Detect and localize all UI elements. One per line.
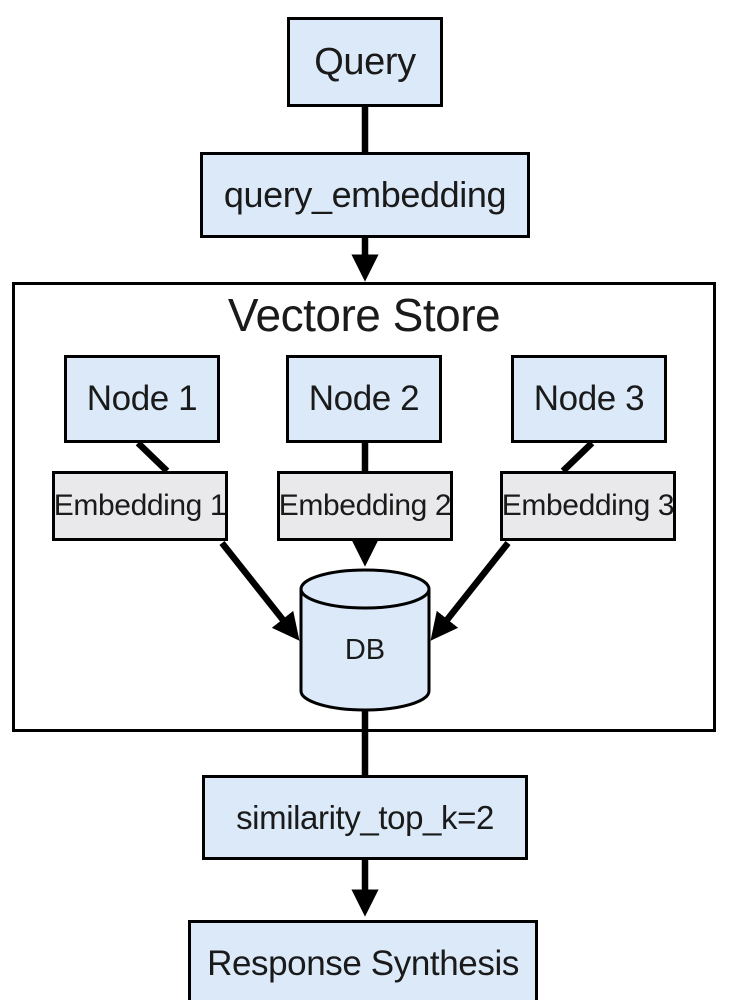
vector-store-title: Vectore Store	[227, 289, 501, 341]
response-synthesis-label: Response Synthesis	[207, 944, 519, 983]
db-cylinder-body	[299, 589, 431, 712]
connector-node3-to-embedding3	[560, 440, 595, 474]
embedding-2-box: Embedding 2	[277, 471, 453, 541]
query-label: Query	[314, 40, 416, 83]
similarity-top-k-node: similarity_top_k=2	[202, 775, 528, 860]
node-2-box: Node 2	[286, 355, 442, 443]
embedding-3-box: Embedding 3	[500, 471, 676, 541]
query-node: Query	[287, 17, 443, 107]
node-2-label: Node 2	[308, 379, 420, 418]
query-embedding-node: query_embedding	[200, 152, 530, 238]
node-3-label: Node 3	[533, 379, 645, 418]
db-cylinder	[299, 568, 431, 712]
arrow-embedding3-to-db	[430, 540, 511, 641]
arrow-embedding1-to-db	[219, 540, 300, 641]
node-1-label: Node 1	[86, 379, 198, 418]
query-embedding-label: query_embedding	[223, 174, 507, 215]
vector-store-container	[12, 282, 716, 732]
embedding-3-label: Embedding 3	[501, 489, 675, 522]
embedding-2-label: Embedding 2	[278, 489, 452, 522]
db-label: DB	[344, 634, 386, 666]
connector-node1-to-embedding1	[135, 440, 170, 474]
db-cylinder-top	[299, 568, 431, 610]
embedding-1-label: Embedding 1	[53, 489, 227, 522]
response-synthesis-node: Response Synthesis	[188, 920, 538, 1000]
similarity-top-k-label: similarity_top_k=2	[236, 798, 494, 836]
node-1-box: Node 1	[64, 355, 220, 443]
embedding-1-box: Embedding 1	[52, 471, 228, 541]
node-3-box: Node 3	[511, 355, 667, 443]
